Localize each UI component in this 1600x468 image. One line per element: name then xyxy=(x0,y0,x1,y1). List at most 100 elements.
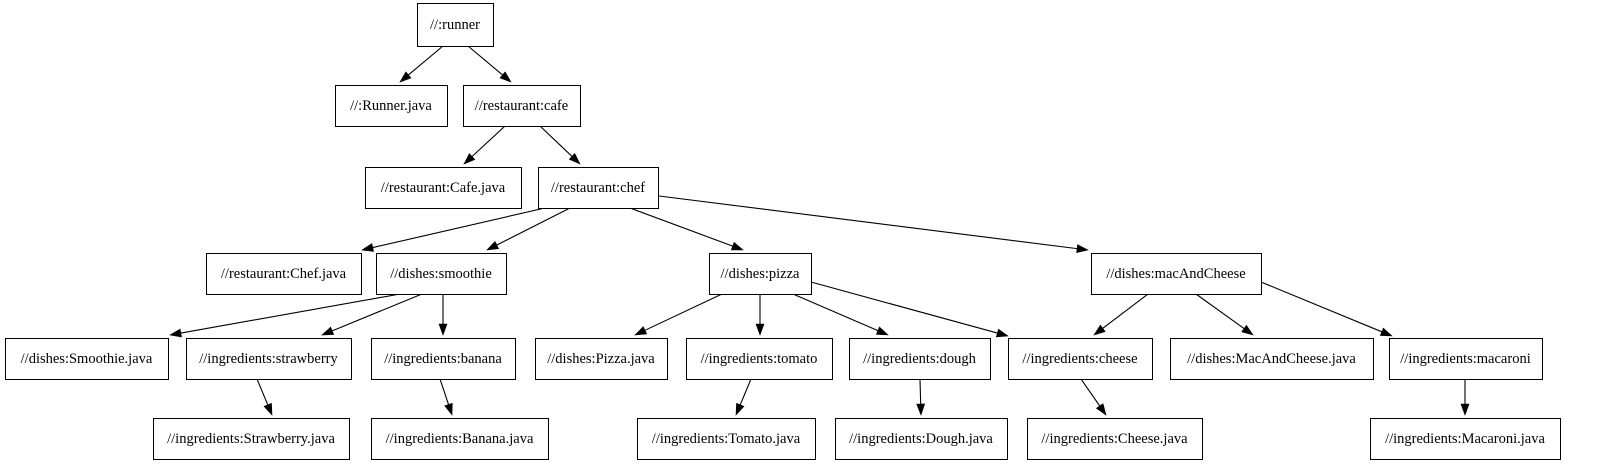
node-label: //restaurant:chef xyxy=(551,180,645,196)
edge-arrowhead xyxy=(499,71,512,83)
node-box xyxy=(371,418,549,460)
graph-edge xyxy=(1195,293,1254,336)
graph-node-tomato_java[interactable]: //ingredients:Tomato.java xyxy=(637,418,816,460)
graph-edge xyxy=(438,294,448,336)
node-label: //ingredients:cheese xyxy=(1022,351,1137,367)
node-box xyxy=(849,338,991,380)
edge-line xyxy=(1260,281,1383,333)
graph-node-ing_tomato[interactable]: //ingredients:tomato xyxy=(686,338,833,380)
edge-arrowhead xyxy=(1093,324,1106,336)
node-label: //ingredients:Tomato.java xyxy=(652,431,801,447)
graph-edge xyxy=(169,293,401,338)
node-box xyxy=(365,167,522,209)
node-label: //dishes:MacAndCheese.java xyxy=(1187,351,1356,367)
edge-line xyxy=(739,378,752,406)
graph-node-pizza_java[interactable]: //dishes:Pizza.java xyxy=(535,338,668,380)
graph-edge xyxy=(629,207,744,251)
edge-arrowhead xyxy=(735,402,745,416)
graph-node-runner_java[interactable]: //:Runner.java xyxy=(335,85,448,127)
node-box xyxy=(417,3,494,47)
node-label: //dishes:pizza xyxy=(721,266,800,282)
node-label: //ingredients:Strawberry.java xyxy=(167,431,335,447)
edge-arrowhead xyxy=(1076,244,1089,253)
node-box xyxy=(206,253,362,295)
graph-node-restaurant_chef[interactable]: //restaurant:chef xyxy=(538,167,659,209)
node-box xyxy=(371,338,516,380)
node-label: //ingredients:macaroni xyxy=(1400,351,1530,367)
edge-arrowhead xyxy=(875,326,889,336)
edge-arrowhead xyxy=(568,153,581,165)
graph-node-banana_java[interactable]: //ingredients:Banana.java xyxy=(371,418,549,460)
graph-edge xyxy=(463,125,506,165)
node-label: //dishes:smoothie xyxy=(390,266,492,282)
graph-node-dishes_macandchs[interactable]: //dishes:macAndCheese xyxy=(1091,253,1262,295)
graph-node-ing_macaroni[interactable]: //ingredients:macaroni xyxy=(1389,338,1543,380)
graph-node-smoothie_java[interactable]: //dishes:Smoothie.java xyxy=(5,338,169,380)
graph-edge xyxy=(634,293,723,336)
graph-node-chef_java[interactable]: //restaurant:Chef.java xyxy=(206,253,362,295)
edge-line xyxy=(539,125,573,157)
node-label: //dishes:macAndCheese xyxy=(1106,266,1245,282)
graph-node-restaurant_cafe[interactable]: //restaurant:cafe xyxy=(463,85,581,127)
edge-line xyxy=(496,207,571,246)
graph-node-strawberry_java[interactable]: //ingredients:Strawberry.java xyxy=(153,418,350,460)
node-label: //dishes:Pizza.java xyxy=(547,351,655,367)
edge-arrowhead xyxy=(399,71,412,83)
edge-line xyxy=(256,378,269,406)
edge-arrowhead xyxy=(321,326,335,336)
node-label: //ingredients:banana xyxy=(384,351,502,367)
edge-line xyxy=(644,293,723,331)
edge-arrowhead xyxy=(486,240,500,251)
node-box xyxy=(535,338,668,380)
node-box xyxy=(1370,418,1561,460)
graph-node-dishes_pizza[interactable]: //dishes:pizza xyxy=(709,253,812,295)
graph-edge xyxy=(755,294,765,336)
graph-edge xyxy=(1260,281,1393,337)
graph-edge xyxy=(539,125,581,165)
graph-node-ing_cheese[interactable]: //ingredients:cheese xyxy=(1008,338,1153,380)
node-label: //ingredients:dough xyxy=(863,351,977,367)
node-layer: //:runner //:Runner.java //restaurant:cafe… xyxy=(5,3,1561,460)
graph-node-ing_strawberry[interactable]: //ingredients:strawberry xyxy=(186,338,352,380)
edge-line xyxy=(919,378,922,405)
edge-arrowhead xyxy=(438,323,448,336)
edge-arrowhead xyxy=(1460,403,1470,416)
graph-edge xyxy=(916,378,926,416)
node-label: //ingredients:tomato xyxy=(701,351,818,367)
edge-arrowhead xyxy=(1241,324,1254,336)
graph-edge xyxy=(1093,293,1149,336)
node-label: //ingredients:Banana.java xyxy=(386,431,534,447)
edge-line xyxy=(180,293,401,334)
edge-arrowhead xyxy=(361,243,375,252)
graph-edge xyxy=(256,378,273,416)
graph-node-macaroni_java[interactable]: //ingredients:Macaroni.java xyxy=(1370,418,1561,460)
edge-arrowhead xyxy=(444,402,453,416)
node-box xyxy=(463,85,581,127)
graph-node-cafe_java[interactable]: //restaurant:Cafe.java xyxy=(365,167,522,209)
edge-line xyxy=(372,207,546,249)
graph-node-ing_banana[interactable]: //ingredients:banana xyxy=(371,338,516,380)
graph-edge xyxy=(792,293,889,336)
node-box xyxy=(5,338,169,380)
graph-node-macandchs_java[interactable]: //dishes:MacAndCheese.java xyxy=(1170,338,1374,380)
graph-edge xyxy=(439,378,453,416)
graph-node-cheese_java[interactable]: //ingredients:Cheese.java xyxy=(1027,418,1203,460)
graph-node-ing_dough[interactable]: //ingredients:dough xyxy=(849,338,991,380)
graph-node-dishes_smoothie[interactable]: //dishes:smoothie xyxy=(376,253,507,295)
edge-line xyxy=(439,378,450,405)
graph-edge xyxy=(467,45,512,83)
node-box xyxy=(835,418,1008,460)
edge-line xyxy=(331,293,423,332)
graph-node-dough_java[interactable]: //ingredients:Dough.java xyxy=(835,418,1008,460)
edge-arrowhead xyxy=(1095,403,1107,416)
node-label: //restaurant:Chef.java xyxy=(221,266,347,282)
edge-line xyxy=(471,125,506,157)
edge-line xyxy=(467,45,503,76)
graph-node-runner[interactable]: //:runner xyxy=(417,3,494,47)
node-box xyxy=(1027,418,1203,460)
edge-arrowhead xyxy=(634,326,648,336)
edge-arrowhead xyxy=(755,323,765,336)
edge-layer xyxy=(169,45,1470,416)
edge-line xyxy=(1195,293,1245,330)
edge-arrowhead xyxy=(995,328,1009,338)
